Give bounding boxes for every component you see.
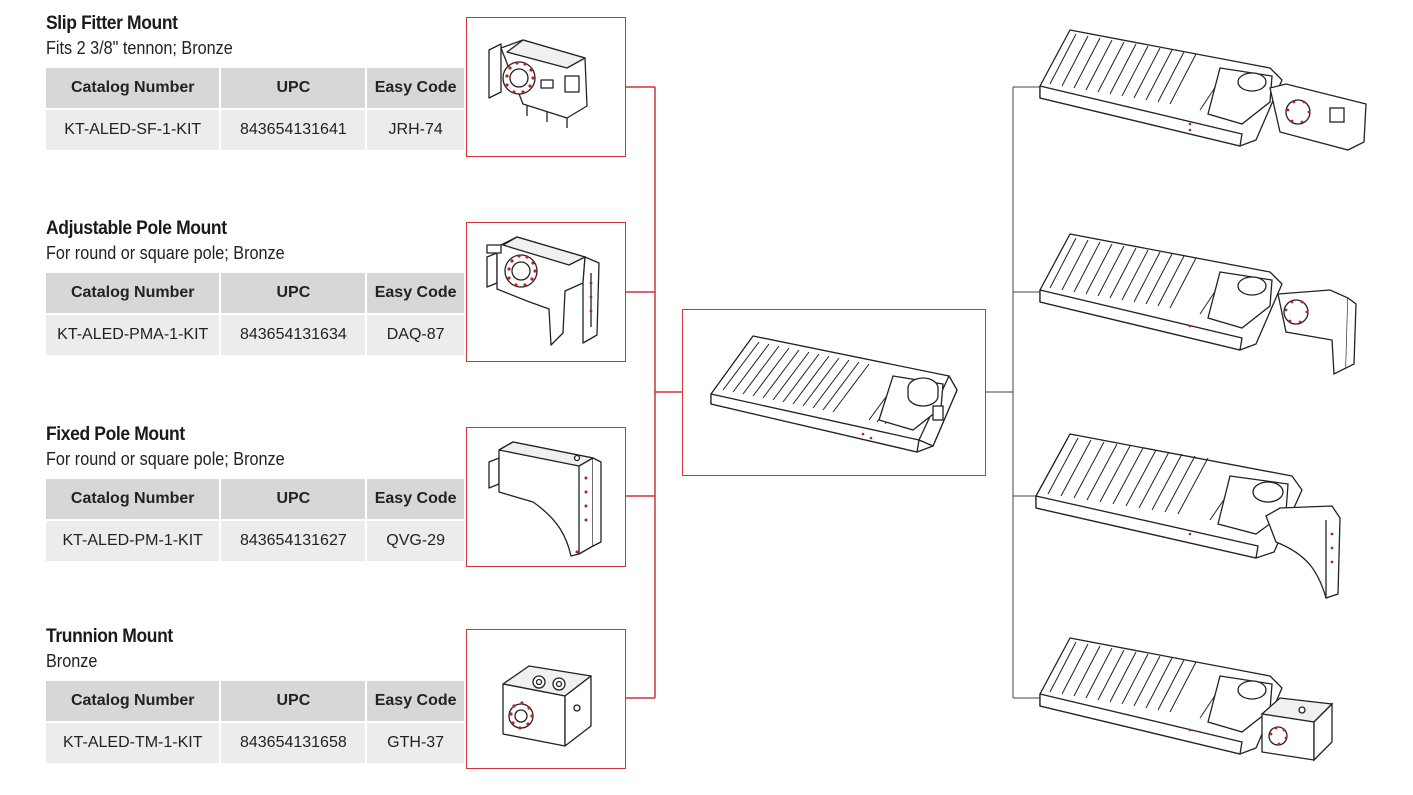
cell-catalog-number: KT-ALED-TM-1-KIT <box>46 723 220 763</box>
table-row: KT-ALED-TM-1-KIT 843654131658 GTH-37 <box>46 723 464 763</box>
fixture-with-slip-fitter <box>1030 24 1375 194</box>
mount-block-adjustable-pole: Adjustable Pole Mount For round or squar… <box>46 217 466 357</box>
fixture-with-adjustable-mount-icon <box>1039 233 1357 376</box>
mount-title: Trunnion Mount <box>46 626 173 647</box>
mount-title: Adjustable Pole Mount <box>46 218 227 239</box>
table-row: KT-ALED-PM-1-KIT 843654131627 QVG-29 <box>46 521 464 561</box>
mount-block-fixed-pole: Fixed Pole Mount For round or square pol… <box>46 423 466 563</box>
cell-upc: 843654131658 <box>221 723 366 763</box>
cell-easy-code: DAQ-87 <box>367 315 464 355</box>
col-upc: UPC <box>221 681 366 721</box>
col-easy-code: Easy Code <box>367 681 464 721</box>
col-upc: UPC <box>221 273 366 313</box>
mount-title: Slip Fitter Mount <box>46 13 178 34</box>
cell-easy-code: JRH-74 <box>367 110 464 150</box>
mount-subtitle: For round or square pole; Bronze <box>46 449 285 469</box>
adjustable-pole-mount-image <box>466 222 626 362</box>
col-catalog-number: Catalog Number <box>46 273 220 313</box>
trunnion-mount-icon <box>502 665 592 747</box>
mount-subtitle: Fits 2 3/8" tennon; Bronze <box>46 38 233 58</box>
fixed-pole-mount-icon <box>488 441 602 557</box>
cell-easy-code: GTH-37 <box>367 723 464 763</box>
cell-upc: 843654131634 <box>221 315 366 355</box>
col-easy-code: Easy Code <box>367 479 464 519</box>
trunnion-mount-image <box>466 629 626 769</box>
spec-table: Catalog Number UPC Easy Code KT-ALED-TM-… <box>44 679 466 765</box>
table-row: KT-ALED-SF-1-KIT 843654131641 JRH-74 <box>46 110 464 150</box>
fixture-with-fixed-mount <box>1030 430 1375 600</box>
fixed-pole-mount-image <box>466 427 626 567</box>
adjustable-pole-mount-icon <box>486 236 600 346</box>
area-light-fixture-icon <box>710 335 958 453</box>
cell-easy-code: QVG-29 <box>367 521 464 561</box>
slip-fitter-mount-image <box>466 17 626 157</box>
mount-subtitle: Bronze <box>46 651 98 671</box>
mount-title: Fixed Pole Mount <box>46 424 185 445</box>
col-catalog-number: Catalog Number <box>46 681 220 721</box>
fixture-with-slip-fitter-icon <box>1039 29 1367 151</box>
spec-table: Catalog Number UPC Easy Code KT-ALED-PMA… <box>44 271 466 357</box>
table-row: KT-ALED-PMA-1-KIT 843654131634 DAQ-87 <box>46 315 464 355</box>
mount-block-trunnion: Trunnion Mount Bronze Catalog Number UPC… <box>46 625 466 765</box>
cell-catalog-number: KT-ALED-PMA-1-KIT <box>46 315 220 355</box>
spec-table: Catalog Number UPC Easy Code KT-ALED-PM-… <box>44 477 466 563</box>
col-upc: UPC <box>221 68 366 108</box>
spec-table: Catalog Number UPC Easy Code KT-ALED-SF-… <box>44 66 466 152</box>
mount-subtitle: For round or square pole; Bronze <box>46 243 285 263</box>
table-header-row: Catalog Number UPC Easy Code <box>46 68 464 108</box>
slip-fitter-mount-icon <box>488 39 588 128</box>
col-easy-code: Easy Code <box>367 273 464 313</box>
mount-block-slip-fitter: Slip Fitter Mount Fits 2 3/8" tennon; Br… <box>46 12 466 152</box>
cell-upc: 843654131641 <box>221 110 366 150</box>
fixture-with-adjustable-mount <box>1030 228 1375 398</box>
cell-upc: 843654131627 <box>221 521 366 561</box>
fixture-with-trunnion-icon <box>1039 637 1334 762</box>
table-header-row: Catalog Number UPC Easy Code <box>46 681 464 721</box>
area-light-fixture-image <box>682 309 986 476</box>
cell-catalog-number: KT-ALED-PM-1-KIT <box>46 521 220 561</box>
col-catalog-number: Catalog Number <box>46 479 220 519</box>
table-header-row: Catalog Number UPC Easy Code <box>46 273 464 313</box>
fixture-with-trunnion <box>1030 632 1375 795</box>
fixture-with-fixed-mount-icon <box>1035 433 1341 599</box>
col-catalog-number: Catalog Number <box>46 68 220 108</box>
col-upc: UPC <box>221 479 366 519</box>
table-header-row: Catalog Number UPC Easy Code <box>46 479 464 519</box>
col-easy-code: Easy Code <box>367 68 464 108</box>
cell-catalog-number: KT-ALED-SF-1-KIT <box>46 110 220 150</box>
